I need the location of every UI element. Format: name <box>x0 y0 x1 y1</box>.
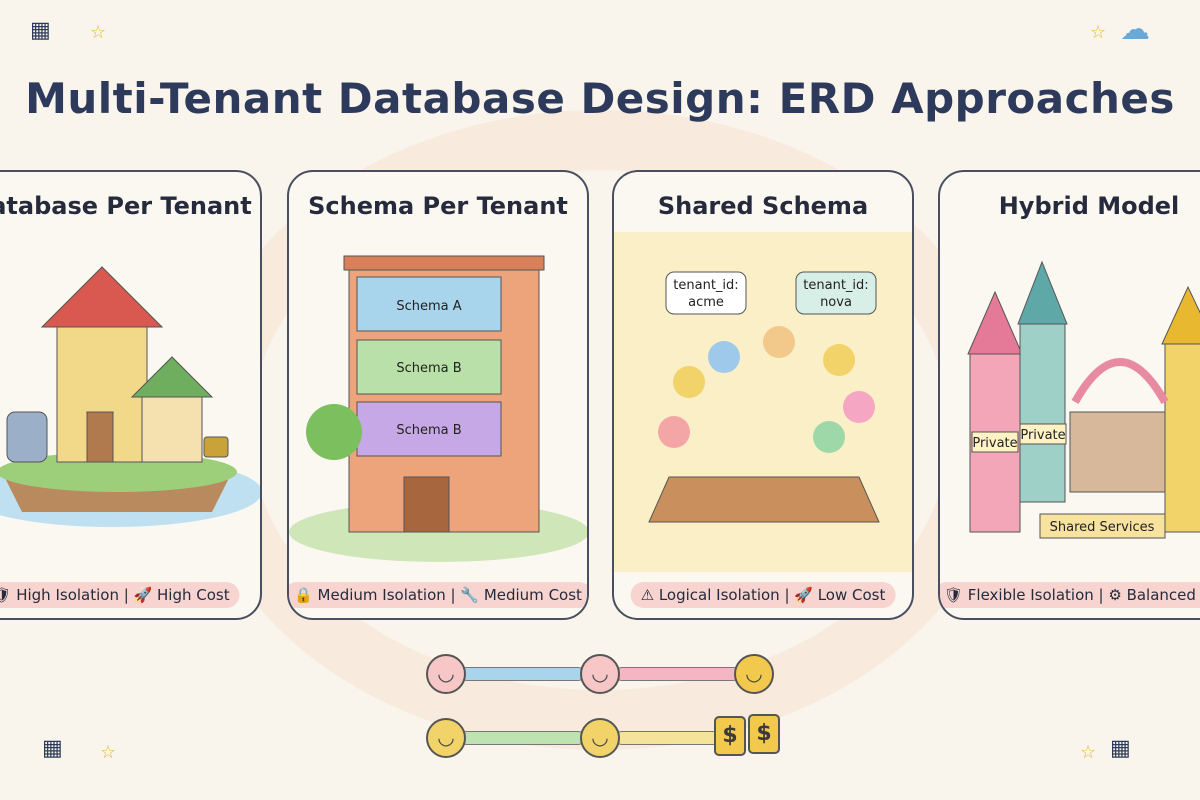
table-icon: ▦ <box>1110 736 1131 761</box>
bubble-text: tenant_id: <box>803 278 868 293</box>
tradeoff-badge: 🛡 Flexible Isolation | ⚙ Balanced Cost <box>940 582 1200 608</box>
dollar-coin-icon: $ <box>748 714 780 754</box>
schema-label: Schema B <box>396 423 461 438</box>
scale-track <box>460 731 585 745</box>
card-schema-per-tenant: Schema Per Tenant Schema A Schema B Sche… <box>287 170 589 620</box>
private-label: Private <box>972 436 1017 451</box>
apartment-building-illustration: Schema A Schema B Schema B <box>289 255 587 562</box>
tradeoff-badge: 🔒 Medium Isolation | 🔧 Medium Cost <box>289 582 587 608</box>
scale-track <box>460 667 585 681</box>
card-title: Schema Per Tenant <box>308 192 568 220</box>
tradeoff-badge: ⚠ Logical Isolation | 🚀 Low Cost <box>630 582 896 608</box>
bubble-text: acme <box>688 295 724 310</box>
star-icon: ☆ <box>100 742 117 763</box>
scale-track <box>615 731 720 745</box>
bubble-text: nova <box>820 295 852 310</box>
page-title: Multi-Tenant Database Design: ERD Approa… <box>25 74 1175 123</box>
card-title: Shared Schema <box>657 192 869 220</box>
dollar-coin-icon: $ <box>714 716 746 756</box>
star-icon: ☆ <box>1080 742 1097 763</box>
table-icon: ▦ <box>30 18 51 43</box>
table-icon: ▦ <box>42 736 63 761</box>
castle-illustration: Private Private Shared Services <box>967 260 1200 539</box>
smiley-icon: ◡ <box>580 654 620 694</box>
island-houses-illustration <box>0 266 260 527</box>
cloud-icon: ☁ <box>1120 12 1150 47</box>
smiley-icon: ◡ <box>426 718 466 758</box>
star-icon: ☆ <box>90 22 107 43</box>
card-database-per-tenant: Database Per Tenant 🛡 High Isolation | 🚀… <box>0 170 262 620</box>
smiley-icon: ◡ <box>426 654 466 694</box>
card-title: Hybrid Model <box>998 192 1180 220</box>
private-label: Private <box>1020 428 1065 443</box>
shared-table-illustration: tenant_id: acme tenant_id: nova <box>614 232 912 572</box>
bubble-text: tenant_id: <box>673 278 738 293</box>
card-title: Database Per Tenant <box>0 192 252 220</box>
shared-services-banner: Shared Services <box>1050 520 1155 535</box>
star-icon: ☆ <box>1090 22 1107 43</box>
card-hybrid-model: Hybrid Model Private Private Shared Serv… <box>938 170 1200 620</box>
smiley-icon: ◡ <box>580 718 620 758</box>
schema-label: Schema A <box>396 299 461 314</box>
schema-label: Schema B <box>396 361 461 376</box>
scale-track <box>615 667 740 681</box>
smiley-icon: ◡ <box>734 654 774 694</box>
card-shared-schema: Shared Schema tenant_id: acme tenant_id:… <box>612 170 914 620</box>
tradeoff-badge: 🛡 High Isolation | 🚀 High Cost <box>0 582 240 608</box>
